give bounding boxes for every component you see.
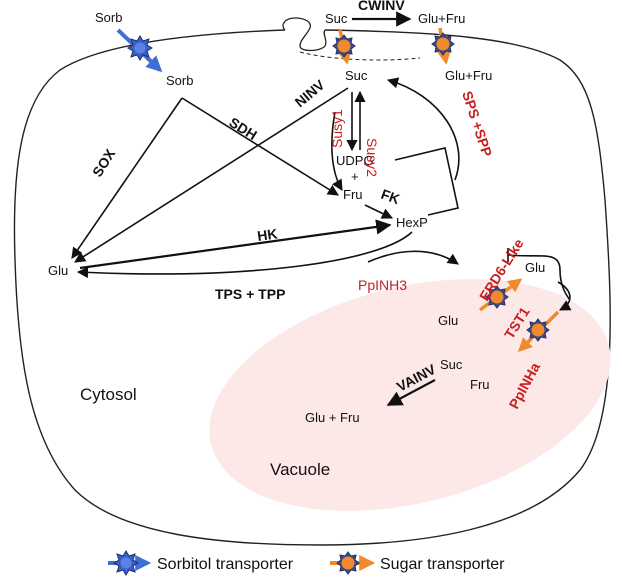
enzyme-sdh: SDH bbox=[226, 114, 260, 143]
enzyme-sox: SOX bbox=[89, 145, 119, 179]
sorbitol-transporter-icon bbox=[127, 35, 153, 61]
arrow-fru-fk-hexp bbox=[364, 204, 394, 219]
arrow-ppinh3 bbox=[367, 250, 459, 265]
metabolite-glu-vac-top: Glu bbox=[525, 260, 545, 275]
arrow-suc-ninv-glu bbox=[74, 87, 349, 263]
enzyme-cwinv: CWINV bbox=[358, 0, 405, 13]
legend: Sorbitol transporter Sugar transporter bbox=[108, 550, 505, 576]
cell-wall-gap bbox=[282, 17, 327, 52]
metabolite-hexp: HexP bbox=[396, 215, 428, 230]
inhibit-erd6-glu bbox=[507, 254, 571, 301]
cell-membrane bbox=[13, 29, 611, 546]
inhibit-sps-udpg bbox=[394, 147, 459, 216]
transporter-ppinh3: PpINH3 bbox=[358, 277, 407, 293]
label-vacuole: Vacuole bbox=[270, 460, 330, 479]
metabolite-sorb: Sorb bbox=[166, 73, 193, 88]
metabolite-suc: Suc bbox=[345, 68, 368, 83]
enzyme-fk: FK bbox=[379, 186, 402, 207]
legend-sugar-label: Sugar transporter bbox=[380, 556, 505, 573]
arrow-glu-hk-hexp bbox=[79, 219, 392, 270]
metabolite-suc-ext: Suc bbox=[325, 11, 348, 26]
arrow-hexp-tps-glu bbox=[76, 231, 413, 279]
enzyme-susy2: Susy2 bbox=[364, 138, 380, 177]
metabolite-glu-vac: Glu bbox=[438, 313, 458, 328]
arrow-suc-ninv-fru bbox=[331, 111, 343, 191]
metabolite-glufru-ext-right: Glu+Fru bbox=[445, 68, 492, 83]
metabolite-fru-vac: Fru bbox=[470, 377, 490, 392]
enzyme-tps-tpp: TPS + TPP bbox=[215, 286, 285, 302]
metabolite-plus: + bbox=[351, 169, 359, 184]
sugar-transporter-suc-icon bbox=[332, 34, 356, 58]
arrow-sorb-sdh-fru bbox=[181, 97, 339, 196]
sugar-transporter-glufru-icon bbox=[431, 32, 455, 56]
vacuole bbox=[209, 279, 611, 511]
enzyme-hk: HK bbox=[256, 225, 278, 244]
enzyme-susy1: Susy1 bbox=[329, 109, 345, 148]
enzyme-sps-spp: SPS +SPP bbox=[459, 89, 495, 159]
arrow-glu-tst1 bbox=[557, 281, 572, 311]
metabolite-glufru-ext-top: Glu+Fru bbox=[418, 11, 465, 26]
metabolite-suc-vac: Suc bbox=[440, 357, 463, 372]
arrow-sorb-sox-glu bbox=[71, 97, 183, 259]
metabolite-udpg: UDPG bbox=[336, 153, 374, 168]
legend-sorbitol-icon bbox=[113, 550, 139, 576]
metabolite-sorb-ext: Sorb bbox=[95, 10, 122, 25]
metabolite-glu: Glu bbox=[48, 263, 68, 278]
metabolite-fru: Fru bbox=[343, 187, 363, 202]
tst1-transporter-icon bbox=[526, 318, 550, 342]
metabolite-glufru-vac: Glu + Fru bbox=[305, 410, 360, 425]
arrow-hexp-sps-suc bbox=[386, 77, 460, 181]
inner-membrane-dash bbox=[299, 51, 421, 61]
enzyme-ninv: NINV bbox=[292, 76, 328, 110]
legend-sorbitol-label: Sorbitol transporter bbox=[157, 556, 294, 573]
legend-sugar-icon bbox=[336, 551, 360, 575]
arrow-vainv bbox=[386, 379, 436, 406]
label-cytosol: Cytosol bbox=[80, 385, 137, 404]
